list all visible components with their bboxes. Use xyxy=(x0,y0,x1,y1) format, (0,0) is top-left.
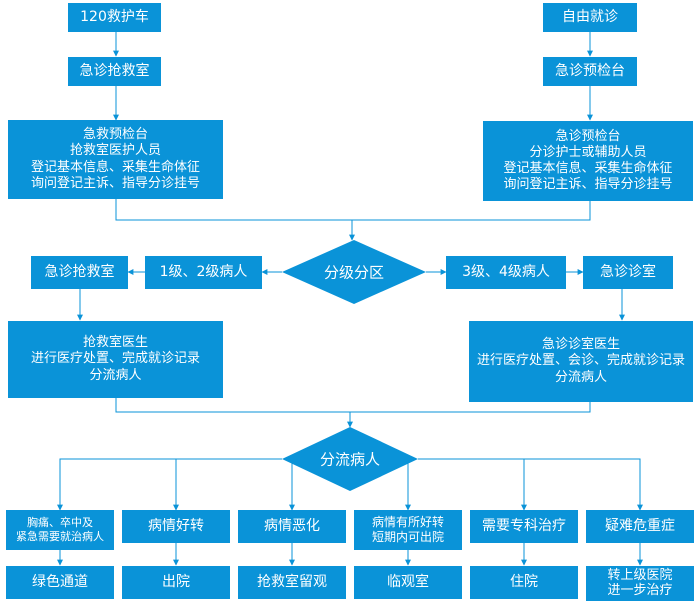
result-rescue-observation: 抢救室留观 xyxy=(238,566,346,599)
left-triage-line3: 登记基本信息、采集生命体征 xyxy=(30,159,200,175)
clinic-room-box: 急诊诊室 xyxy=(583,256,673,289)
result-label: 抢救室留观 xyxy=(257,573,327,590)
level34-box: 3级、4级病人 xyxy=(446,256,566,289)
outcome-cond-line1: 病情好转 xyxy=(148,517,204,534)
result-observation-room: 临观室 xyxy=(354,566,462,599)
triage-patients-label: 分流病人 xyxy=(319,450,381,469)
left-triage-line1: 急救预检台 xyxy=(82,127,148,142)
triage-patients-diamond xyxy=(282,427,418,491)
left-triage-box: 急救预检台 抢救室医护人员 登记基本信息、采集生命体征 询问登记主诉、指导分诊挂… xyxy=(8,120,223,199)
result-label: 出院 xyxy=(162,573,190,590)
result-transfer: 转上级医院 进一步治疗 xyxy=(586,566,694,601)
result-label-line2: 进一步治疗 xyxy=(607,582,673,598)
clinic-doctor-line1: 急诊诊室医生 xyxy=(541,337,620,353)
outcome-improved-cond: 病情好转 xyxy=(122,510,230,543)
outcome-critical-cond: 疑难危重症 xyxy=(586,510,694,543)
rescue-doctor-line3: 分流病人 xyxy=(89,367,142,383)
outcome-cond-line2: 短期内可出院 xyxy=(371,530,444,544)
ambulance-box: 120救护车 xyxy=(68,3,161,32)
outcome-cond-line1: 病情恶化 xyxy=(264,517,320,534)
rescue-doctor-box: 抢救室医生 进行医疗处置、完成就诊记录 分流病人 xyxy=(8,321,223,398)
er-rescue-top-label: 急诊抢救室 xyxy=(79,62,150,79)
right-triage-line3: 登记基本信息、采集生命体征 xyxy=(503,161,673,176)
rescue-room-box: 急诊抢救室 xyxy=(31,256,128,289)
clinic-doctor-box: 急诊诊室医生 进行医疗处置、会诊、完成就诊记录 分流病人 xyxy=(469,321,693,402)
rescue-doctor-line1: 抢救室医生 xyxy=(82,335,148,351)
result-label: 临观室 xyxy=(387,573,429,590)
clinic-doctor-line3: 分流病人 xyxy=(554,369,607,385)
right-triage-box: 急诊预检台 分诊护士或辅助人员 登记基本信息、采集生命体征 询问登记主诉、指导分… xyxy=(483,121,693,201)
outcome-cond-line1: 疑难危重症 xyxy=(605,517,675,534)
walkin-box: 自由就诊 xyxy=(543,3,637,32)
walkin-label: 自由就诊 xyxy=(562,8,618,25)
outcome-cond-line2: 紧急需要就治病人 xyxy=(16,530,104,543)
outcome-cond-line1: 病情有所好转 xyxy=(371,515,444,529)
result-discharge: 出院 xyxy=(122,566,230,599)
level34-label: 3级、4级病人 xyxy=(462,263,550,280)
er-triage-top-box: 急诊预检台 xyxy=(543,57,637,86)
rescue-room-label: 急诊抢救室 xyxy=(44,263,115,280)
outcome-green-channel-cond: 胸痛、卒中及 紧急需要就治病人 xyxy=(6,510,114,550)
result-hospitalization: 住院 xyxy=(470,566,578,599)
outcome-cond-line1: 胸痛、卒中及 xyxy=(27,516,93,530)
level12-label: 1级、2级病人 xyxy=(159,263,248,280)
outcome-worsened-cond: 病情恶化 xyxy=(238,510,346,543)
right-triage-line2: 分诊护士或辅助人员 xyxy=(529,144,647,160)
left-triage-line4: 询问登记主诉、指导分诊挂号 xyxy=(30,175,200,191)
outcome-cond-line1: 需要专科治疗 xyxy=(482,517,566,534)
result-green-channel: 绿色通道 xyxy=(6,566,114,599)
grading-label: 分级分区 xyxy=(323,263,385,282)
result-label: 住院 xyxy=(510,573,538,590)
clinic-room-label: 急诊诊室 xyxy=(600,263,656,280)
er-triage-top-label: 急诊预检台 xyxy=(555,62,625,79)
er-rescue-top-box: 急诊抢救室 xyxy=(68,57,161,86)
ambulance-label: 120救护车 xyxy=(80,8,149,25)
result-label: 绿色通道 xyxy=(32,573,88,590)
outcome-partial-cond: 病情有所好转 短期内可出院 xyxy=(354,510,462,550)
result-label: 转上级医院 xyxy=(607,567,673,583)
level12-box: 1级、2级病人 xyxy=(145,256,262,289)
outcome-specialist-cond: 需要专科治疗 xyxy=(470,510,578,543)
grading-diamond xyxy=(282,240,426,304)
right-triage-line1: 急诊预检台 xyxy=(555,128,621,144)
left-triage-line2: 抢救室医护人员 xyxy=(69,143,161,159)
rescue-doctor-line2: 进行医疗处置、完成就诊记录 xyxy=(30,351,200,367)
right-triage-line4: 询问登记主诉、指导分诊挂号 xyxy=(503,177,673,193)
clinic-doctor-line2: 进行医疗处置、会诊、完成就诊记录 xyxy=(476,353,685,369)
